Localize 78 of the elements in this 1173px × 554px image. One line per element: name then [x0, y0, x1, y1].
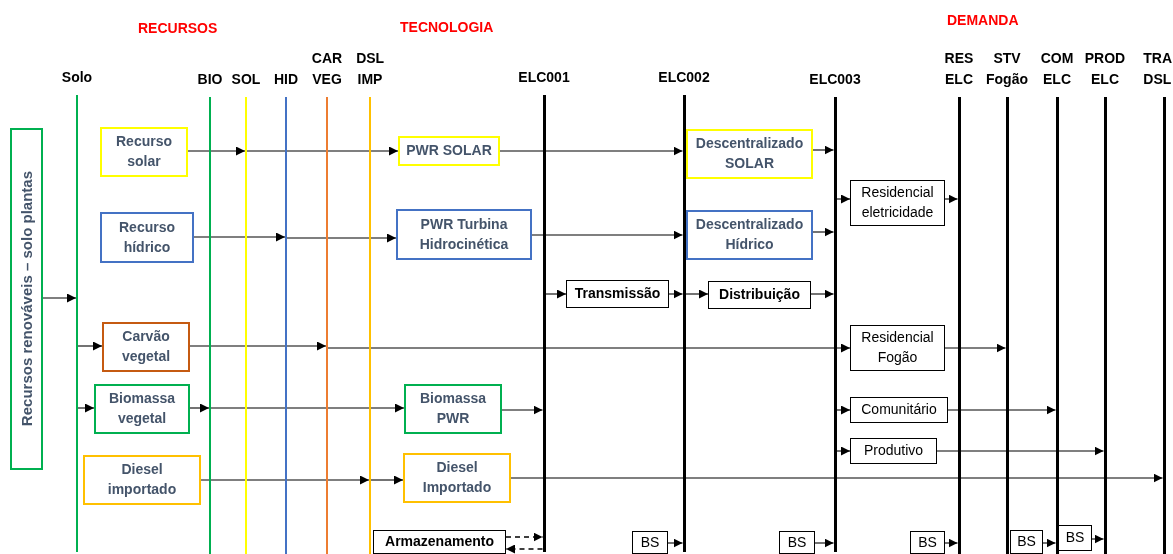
arrow — [246, 146, 399, 156]
commodity-label: ELC003 — [809, 69, 861, 89]
process-box: Residencial eletricidade — [850, 180, 945, 226]
arrow — [667, 538, 684, 548]
arrow — [1091, 534, 1105, 544]
commodity-label: ELC001 — [518, 67, 570, 87]
process-box: Distribuição — [708, 281, 811, 309]
section-heading: DEMANDA — [947, 12, 1019, 28]
process-box: BS — [910, 531, 945, 554]
arrow — [187, 146, 246, 156]
arrow — [812, 145, 835, 155]
process-box: Produtivo — [850, 438, 937, 464]
commodity-label: STV Fogão — [986, 49, 1028, 89]
arrow — [835, 446, 851, 456]
process-box: Recurso solar — [100, 127, 188, 177]
arrow — [42, 293, 77, 303]
resource-box: Recursos renováveis – solo plantas — [10, 128, 43, 470]
commodity-label: PROD ELC — [1084, 49, 1126, 89]
arrow — [327, 343, 851, 353]
process-box: Biomassa vegetal — [94, 384, 190, 434]
arrow — [286, 233, 397, 243]
commodity-label: RES ELC — [944, 49, 974, 89]
arrow — [200, 475, 370, 485]
arrow — [210, 403, 405, 413]
arrow — [370, 475, 404, 485]
process-box: Carvão vegetal — [102, 322, 190, 372]
arrow — [944, 194, 959, 204]
arrow — [835, 194, 851, 204]
process-box: Recurso hídrico — [100, 212, 194, 263]
arrow — [77, 341, 103, 351]
process-box: Descentralizado SOLAR — [686, 129, 813, 179]
arrow — [812, 227, 835, 237]
process-box: PWR Turbina Hidrocinética — [396, 209, 532, 260]
arrow — [77, 403, 95, 413]
commodity-label: DSL IMP — [356, 49, 384, 89]
commodity-label: COM ELC — [1040, 49, 1074, 89]
process-box: Biomassa PWR — [404, 384, 502, 434]
arrow — [544, 289, 567, 299]
commodity-label: ELC002 — [658, 67, 710, 87]
arrow — [947, 405, 1057, 415]
arrow — [189, 403, 210, 413]
arrow — [531, 230, 684, 240]
process-box: Armazenamento — [373, 530, 506, 554]
arrow — [810, 289, 835, 299]
arrow — [835, 405, 851, 415]
commodity-label: Solo — [61, 67, 93, 87]
process-box: BS — [1010, 530, 1043, 554]
commodity-label: BIO — [197, 69, 223, 89]
arrow — [505, 544, 544, 554]
arrow — [684, 289, 709, 299]
process-box: Comunitário — [850, 397, 948, 423]
arrow — [501, 405, 544, 415]
arrow — [944, 343, 1007, 353]
commodity-label: HID — [273, 69, 299, 89]
process-box: Transmissão — [566, 280, 669, 308]
arrow — [1042, 538, 1057, 548]
process-box: Diesel Importado — [403, 453, 511, 503]
arrow — [936, 446, 1105, 456]
arrow — [510, 473, 1164, 483]
arrow — [944, 538, 959, 548]
process-box: PWR SOLAR — [398, 136, 500, 166]
arrow — [814, 538, 835, 548]
process-box: BS — [779, 531, 815, 554]
process-box: BS — [1058, 525, 1092, 551]
commodity-label: CAR VEG — [311, 49, 343, 89]
process-box: Diesel importado — [83, 455, 201, 505]
section-heading: RECURSOS — [138, 20, 218, 36]
process-box: Descentralizado Hídrico — [686, 210, 813, 260]
arrow — [193, 232, 286, 242]
process-box: BS — [632, 531, 668, 554]
arrow — [189, 341, 327, 351]
section-heading: TECNOLOGIA — [400, 19, 494, 35]
arrow — [668, 289, 684, 299]
process-box: Residencial Fogão — [850, 325, 945, 371]
arrow — [505, 532, 544, 542]
commodity-label: TRA DSL — [1143, 49, 1172, 89]
arrow — [499, 146, 684, 156]
commodity-label: SOL — [231, 69, 261, 89]
